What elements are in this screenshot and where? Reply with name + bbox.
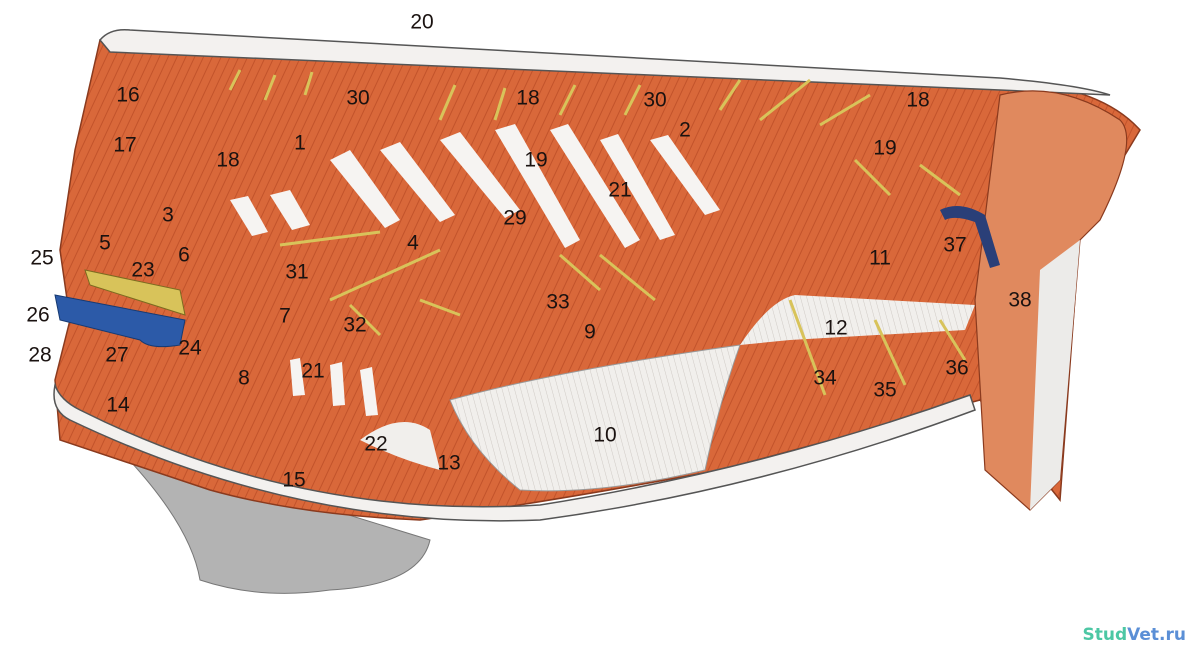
label-36: 36: [945, 356, 969, 380]
label-25: 25: [30, 246, 54, 270]
label-5: 5: [99, 231, 111, 255]
label-35: 35: [873, 378, 897, 402]
label-13: 13: [437, 451, 461, 475]
label-4: 4: [407, 231, 419, 255]
vein: [54, 294, 186, 348]
label-18c: 18: [216, 148, 240, 172]
label-6: 6: [178, 243, 190, 267]
ribs: [230, 124, 720, 416]
tendon-strip: [740, 295, 975, 345]
label-17: 17: [113, 133, 137, 157]
label-10: 10: [593, 423, 617, 447]
label-18b: 18: [906, 88, 930, 112]
label-16: 16: [116, 83, 140, 107]
trunk-muscles: [54, 39, 1141, 521]
label-23: 23: [131, 258, 155, 282]
vessel-37: [940, 206, 1000, 268]
ventral-cut-edge: [53, 382, 976, 522]
label-30: 30: [346, 86, 370, 110]
label-18: 18: [516, 86, 540, 110]
label-21: 21: [608, 178, 632, 202]
label-34: 34: [813, 366, 837, 390]
label-32: 32: [343, 313, 367, 337]
label-27: 27: [105, 343, 129, 367]
label-2: 2: [679, 118, 691, 142]
label-24: 24: [178, 336, 202, 360]
label-9: 9: [584, 320, 596, 344]
lower-tendon: [360, 422, 440, 470]
label-29: 29: [503, 206, 527, 230]
label-37: 37: [943, 233, 967, 257]
label-33: 33: [546, 290, 570, 314]
label-1: 1: [294, 131, 306, 155]
nerve-branches: [228, 69, 967, 396]
label-14: 14: [106, 393, 130, 417]
label-15: 15: [282, 468, 306, 492]
label-31: 31: [285, 260, 309, 284]
dorsal-cut-edge: [99, 28, 1111, 96]
label-19: 19: [524, 148, 548, 172]
label-20: 20: [410, 10, 434, 34]
label-11: 11: [869, 246, 891, 270]
label-28: 28: [28, 343, 52, 367]
label-38: 38: [1008, 288, 1032, 312]
label-12: 12: [824, 316, 848, 340]
label-26: 26: [26, 303, 50, 327]
label-30b: 30: [643, 88, 667, 112]
label-22: 22: [364, 432, 388, 456]
label-3: 3: [162, 203, 174, 227]
label-21b: 21: [301, 359, 325, 383]
watermark: StudVet.ru: [1082, 625, 1186, 645]
label-7: 7: [279, 304, 291, 328]
brachial-plexus: [84, 269, 186, 316]
label-8: 8: [238, 366, 250, 390]
label-19b: 19: [873, 136, 897, 160]
aponeurosis: [449, 344, 741, 492]
